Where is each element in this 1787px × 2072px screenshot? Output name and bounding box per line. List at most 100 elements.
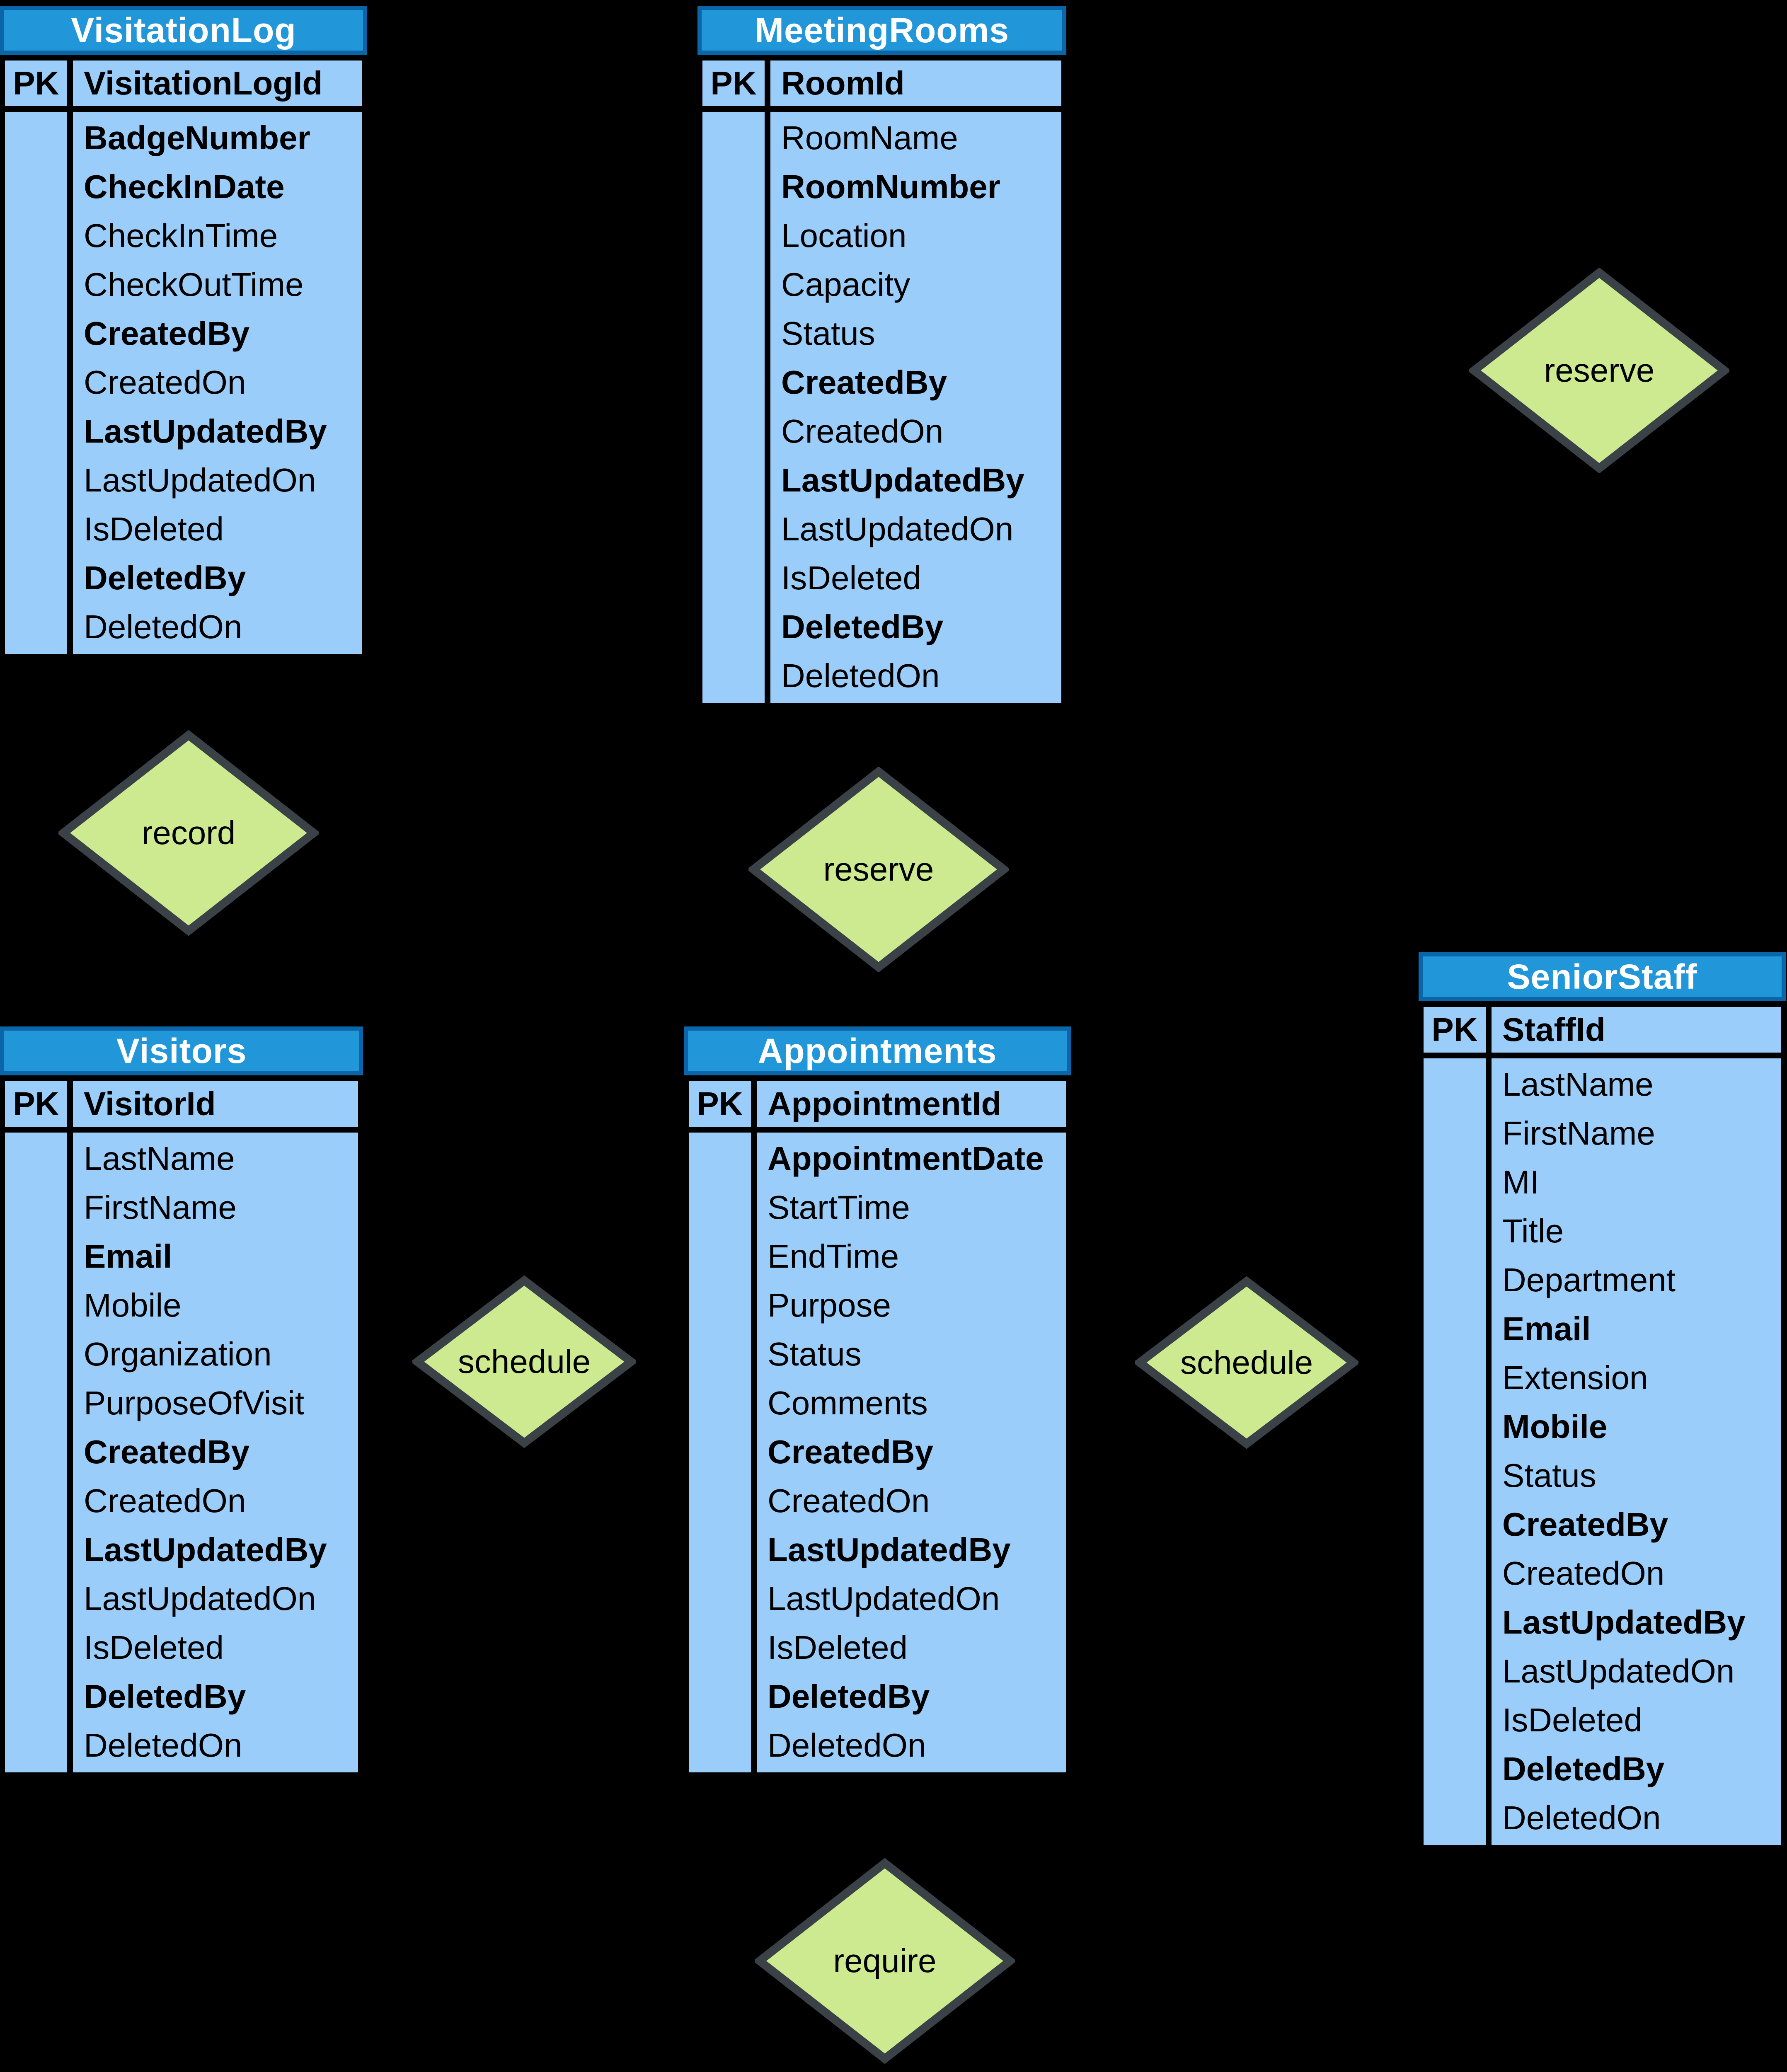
field-createdby: CreatedBy (781, 364, 947, 401)
field-lastupdatedby: LastUpdatedBy (1502, 1604, 1746, 1641)
field-createdon: CreatedOn (1502, 1555, 1665, 1592)
entity-title: Visitors (0, 1026, 363, 1075)
entity-title: SeniorStaff (1419, 952, 1786, 1001)
relationship-label: reserve (823, 851, 934, 888)
field-isdeleted: IsDeleted (768, 1629, 908, 1666)
pk-field: VisitationLogId (73, 61, 362, 106)
field-lastupdatedby: LastUpdatedBy (768, 1531, 1011, 1568)
field-createdby: CreatedBy (84, 315, 250, 352)
field-deletedby: DeletedBy (84, 1678, 246, 1715)
diamond-shape-icon (748, 767, 1009, 972)
field-mi: MI (1502, 1164, 1539, 1201)
field-lastupdatedon: LastUpdatedOn (84, 462, 316, 499)
field-createdon: CreatedOn (781, 413, 944, 450)
pk-field: AppointmentId (757, 1081, 1066, 1127)
field-email: Email (1502, 1310, 1591, 1347)
field-createdon: CreatedOn (768, 1482, 930, 1519)
relationship-diamond-record[interactable]: record (58, 730, 319, 936)
entity-title: MeetingRooms (697, 6, 1066, 55)
entity-table-appointments[interactable]: Appointments PK AppointmentId Appointmen… (684, 1026, 1071, 1772)
field-deletedon: DeletedOn (84, 1727, 242, 1764)
field-deletedby: DeletedBy (768, 1678, 930, 1715)
relationship-label: require (833, 1942, 937, 1979)
entity-table-visitation-log[interactable]: VisitationLog PK VisitationLogId BadgeNu… (0, 6, 367, 654)
pk-label: PK (702, 61, 765, 106)
pk-empty-cell (689, 1133, 751, 1772)
field-roomnumber: RoomNumber (781, 168, 1000, 205)
field-deletedby: DeletedBy (781, 608, 944, 645)
field-checkintime: CheckInTime (84, 217, 278, 254)
field-checkindate: CheckInDate (84, 168, 285, 205)
field-organization: Organization (84, 1336, 272, 1372)
relationship-diamond-require-center[interactable]: require (755, 1858, 1015, 2064)
relationship-diamond-schedule-right[interactable]: schedule (1135, 1276, 1358, 1449)
field-lastupdatedon: LastUpdatedOn (781, 511, 1014, 547)
diamond-shape-icon (58, 730, 319, 936)
pk-field: RoomId (770, 61, 1061, 106)
field-lastname: LastName (1502, 1066, 1654, 1103)
field-deletedby: DeletedBy (1502, 1750, 1665, 1787)
entity-title: Appointments (684, 1026, 1071, 1075)
field-title: Title (1502, 1213, 1564, 1249)
field-purposeofvisit: PurposeOfVisit (84, 1385, 305, 1421)
field-extension: Extension (1502, 1359, 1648, 1396)
field-isdeleted: IsDeleted (84, 511, 224, 547)
field-lastupdatedby: LastUpdatedBy (781, 462, 1024, 499)
relationship-label: record (141, 814, 236, 851)
field-createdby: CreatedBy (1502, 1506, 1668, 1543)
relationship-diamond-schedule-left[interactable]: schedule (412, 1276, 636, 1448)
pk-empty-cell (5, 1133, 67, 1772)
relationship-diamond-reserve-top[interactable]: reserve (1469, 268, 1729, 473)
field-status: Status (1502, 1457, 1596, 1494)
pk-label: PK (5, 61, 67, 106)
field-lastupdatedby: LastUpdatedBy (84, 413, 327, 450)
field-mobile: Mobile (1502, 1408, 1608, 1445)
field-isdeleted: IsDeleted (781, 559, 921, 596)
pk-label: PK (689, 1081, 751, 1127)
field-location: Location (781, 217, 907, 254)
field-status: Status (768, 1336, 862, 1372)
relationship-label: reserve (1544, 352, 1655, 389)
field-capacity: Capacity (781, 266, 910, 303)
field-isdeleted: IsDeleted (1502, 1702, 1642, 1738)
relationship-diamond-reserve-mid[interactable]: reserve (748, 767, 1009, 972)
field-status: Status (781, 315, 875, 352)
field-deletedon: DeletedOn (1502, 1799, 1661, 1836)
field-starttime: StartTime (768, 1189, 910, 1226)
field-deletedby: DeletedBy (84, 559, 246, 596)
entity-title: VisitationLog (0, 6, 367, 55)
field-createdon: CreatedOn (84, 1482, 246, 1519)
field-badgenumber: BadgeNumber (84, 119, 310, 156)
field-isdeleted: IsDeleted (84, 1629, 224, 1666)
field-appointmentdate: AppointmentDate (768, 1140, 1044, 1177)
field-firstname: FirstName (1502, 1115, 1655, 1152)
field-deletedon: DeletedOn (768, 1727, 926, 1764)
diamond-shape-icon (1135, 1276, 1358, 1449)
pk-empty-cell (1424, 1058, 1486, 1845)
field-lastupdatedby: LastUpdatedBy (84, 1531, 327, 1568)
pk-label: PK (5, 1081, 67, 1127)
field-comments: Comments (768, 1385, 928, 1421)
field-mobile: Mobile (84, 1287, 182, 1324)
field-lastupdatedon: LastUpdatedOn (84, 1580, 316, 1617)
field-firstname: FirstName (84, 1189, 237, 1226)
pk-field: StaffId (1492, 1007, 1781, 1053)
pk-label: PK (1424, 1007, 1486, 1053)
field-roomname: RoomName (781, 119, 958, 156)
field-lastupdatedon: LastUpdatedOn (1502, 1653, 1735, 1690)
diamond-shape-icon (1469, 268, 1729, 473)
field-lastupdatedon: LastUpdatedOn (768, 1580, 1000, 1617)
